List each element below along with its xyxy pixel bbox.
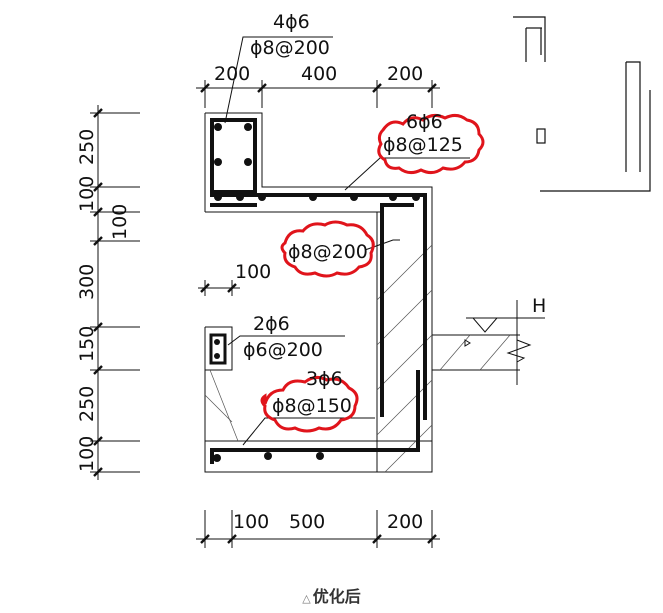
figure-caption: △优化后 bbox=[0, 583, 663, 607]
revision-clouds bbox=[260, 113, 485, 433]
top-dim-1: 200 bbox=[214, 63, 250, 85]
bottom-dim-1: 100 bbox=[233, 511, 269, 533]
bottom-dim-2: 500 bbox=[289, 511, 325, 533]
small-bars-label: 2ϕ6 bbox=[253, 313, 290, 335]
left-dim-5: 150 bbox=[76, 326, 98, 362]
left-dim-6: 250 bbox=[76, 386, 98, 422]
wall-stirrup-label: ϕ8@200 bbox=[288, 241, 368, 263]
left-dim-2: 100 bbox=[76, 176, 98, 212]
reinforcement bbox=[209, 118, 427, 464]
right-bars-label: 6ϕ6 bbox=[406, 111, 443, 133]
top-dim-2: 400 bbox=[301, 63, 337, 85]
top-bars-label: 4ϕ6 bbox=[273, 11, 310, 33]
right-stirrup-label: ϕ8@125 bbox=[383, 134, 463, 156]
dimension-ticks bbox=[93, 83, 437, 544]
inner-dim: 100 bbox=[235, 261, 271, 283]
elevation-label: H bbox=[532, 295, 546, 317]
bottom-bars-label: 3ϕ6 bbox=[306, 368, 343, 390]
left-dim-3: 100 bbox=[109, 204, 131, 240]
partial-detail-drawing bbox=[513, 16, 651, 192]
left-dim-4: 300 bbox=[76, 264, 98, 300]
caption-text: 优化后 bbox=[312, 587, 361, 606]
rebar-dots bbox=[213, 123, 420, 462]
concrete-outline bbox=[204, 112, 520, 473]
caption-marker-icon: △ bbox=[302, 592, 311, 605]
dimension-lines bbox=[90, 80, 440, 548]
elevation-marker bbox=[464, 300, 545, 385]
left-dim-1: 250 bbox=[76, 129, 98, 165]
bottom-stirrup-label: ϕ8@150 bbox=[272, 395, 352, 417]
left-dim-7: 100 bbox=[76, 436, 98, 472]
top-dim-3: 200 bbox=[387, 63, 423, 85]
small-stirrup-label: ϕ6@200 bbox=[243, 339, 323, 361]
top-stirrup-label: ϕ8@200 bbox=[250, 37, 330, 59]
bottom-dim-3: 200 bbox=[387, 511, 423, 533]
